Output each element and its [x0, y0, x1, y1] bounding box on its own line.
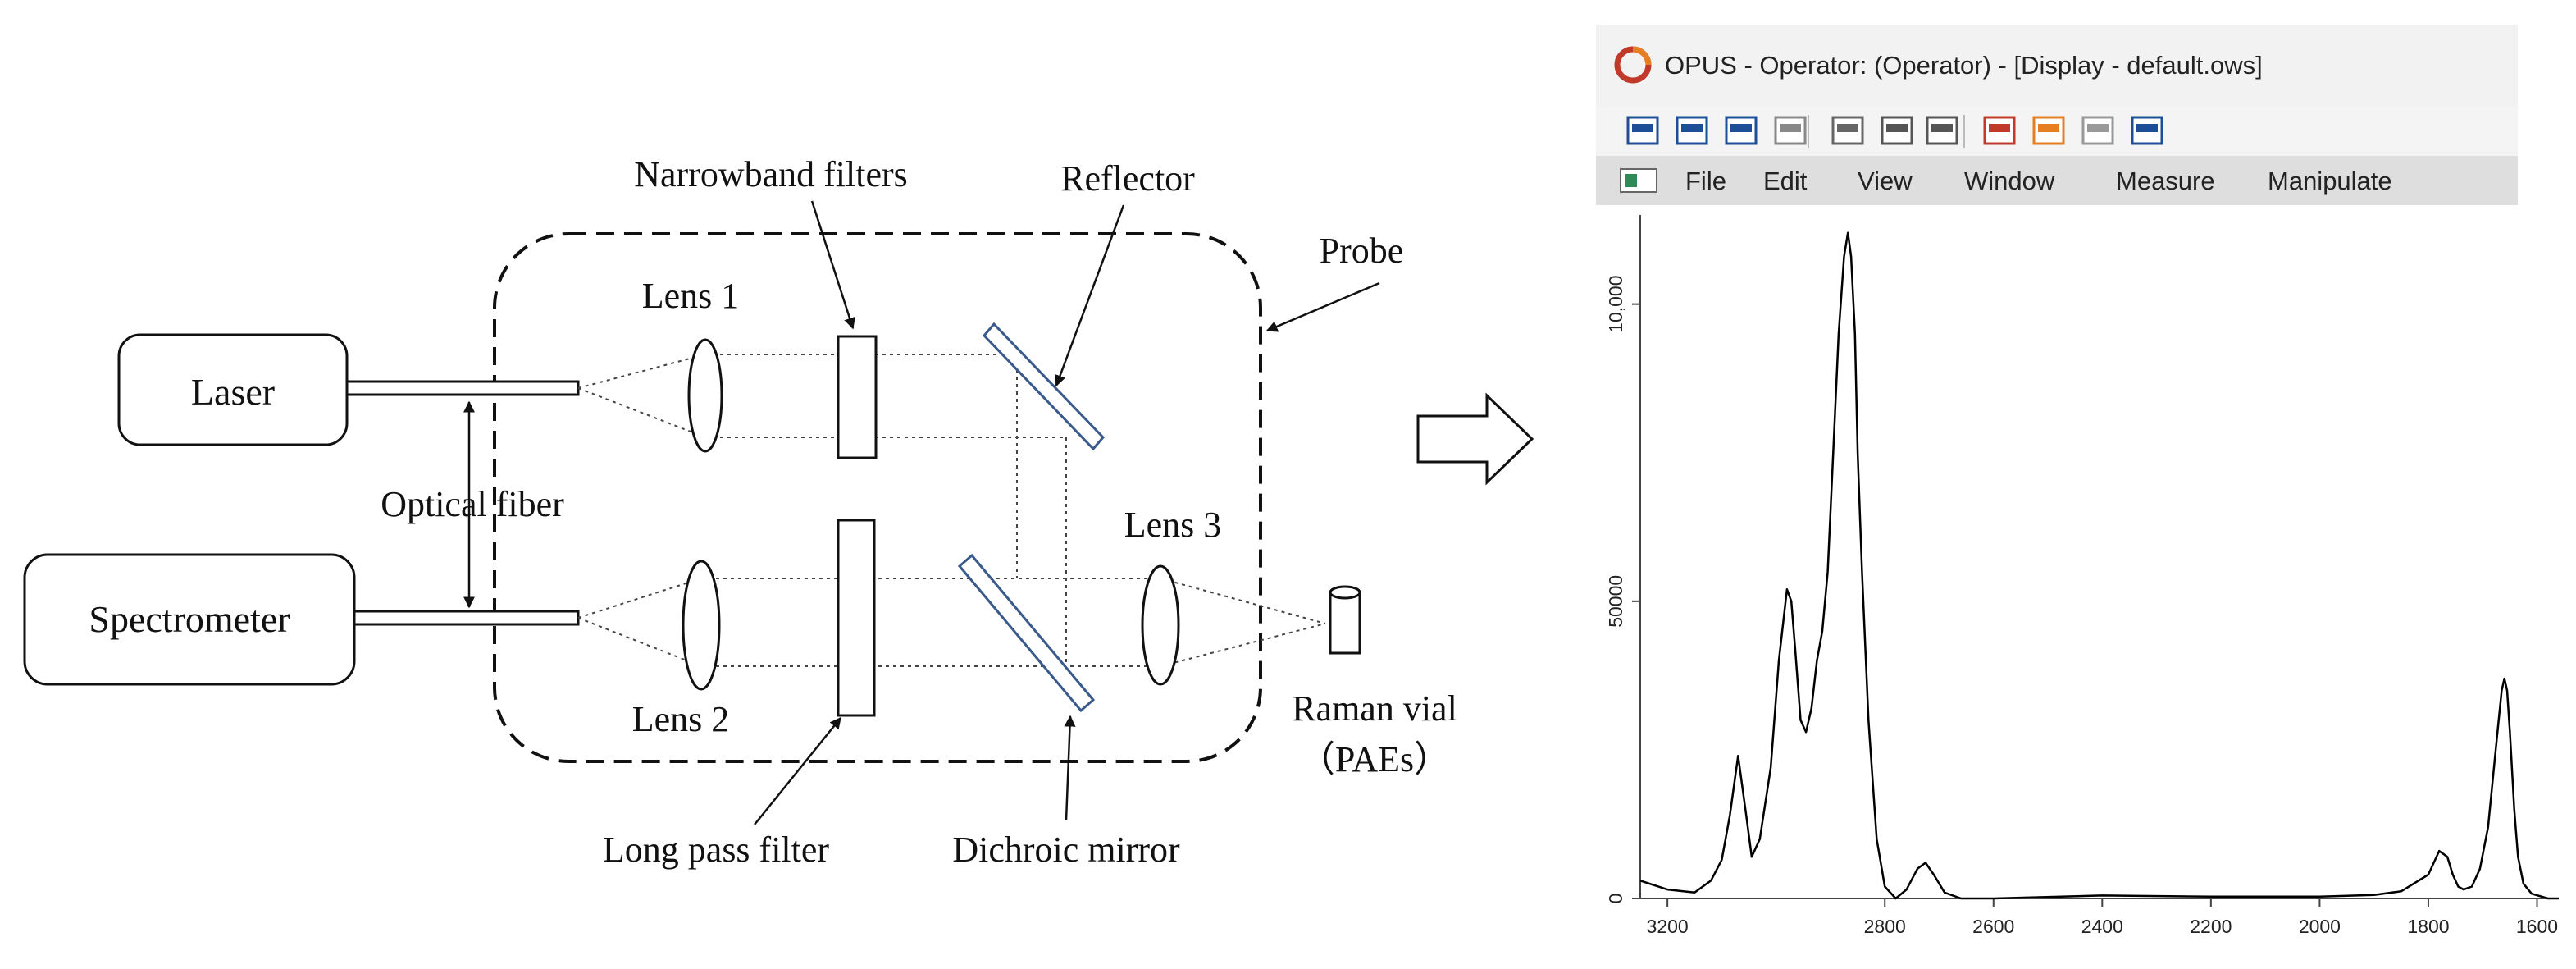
window-title: OPUS - Operator: (Operator) - [Display -… — [1665, 51, 2263, 80]
menu-view[interactable]: View — [1858, 167, 1913, 195]
flow-arrow-icon — [1416, 392, 1534, 486]
y-tick-label: 10,000 — [1605, 275, 1626, 332]
load-icon[interactable] — [1676, 116, 1708, 145]
lens-3-label: Lens 3 — [1124, 505, 1222, 545]
raman-vial — [1329, 585, 1361, 655]
plot-panel — [1596, 205, 2565, 969]
lens-1 — [687, 338, 723, 453]
doc-icon[interactable] — [1620, 168, 1657, 193]
menu-file[interactable]: File — [1685, 167, 1726, 195]
menu-window[interactable]: Window — [1964, 167, 2055, 195]
menu-manipulate[interactable]: Manipulate — [2268, 167, 2392, 195]
dichroic-mirror — [957, 553, 1096, 713]
measure-icon[interactable] — [1626, 116, 1659, 145]
menu-measure[interactable]: Measure — [2116, 167, 2215, 195]
x-tick-label: 2400 — [2081, 916, 2123, 937]
x-tick-label: 2800 — [1864, 916, 1906, 937]
opus-window: OPUS - Operator: (Operator) - [Display -… — [1596, 25, 2565, 969]
beam-paths — [577, 354, 1326, 667]
laser-fiber — [345, 380, 580, 396]
menu-edit[interactable]: Edit — [1763, 167, 1808, 195]
lens-3 — [1141, 564, 1180, 686]
spectrum-line — [1639, 231, 2559, 900]
raman-vial-label: Raman vial — [1292, 688, 1457, 729]
reflector-label: Reflector — [1060, 158, 1195, 199]
print-icon[interactable] — [1774, 116, 1807, 145]
dichroic-mirror-label: Dichroic mirror — [952, 830, 1180, 870]
overlay-icon[interactable] — [2081, 116, 2114, 145]
optical-diagram: Laser Spectrometer — [23, 154, 1457, 870]
probe-enclosure — [493, 232, 1262, 763]
x-tick-label: 2600 — [1972, 916, 2014, 937]
menu-bar — [1596, 156, 2518, 205]
layout-icon[interactable] — [2131, 116, 2163, 145]
x-tick-label: 2200 — [2190, 916, 2232, 937]
cut-icon[interactable] — [1831, 116, 1864, 145]
menu-items: File Edit View Window Measure Manipulate — [1685, 167, 2392, 195]
title-bar — [1596, 25, 2518, 107]
spectrum-icon[interactable] — [1983, 116, 2016, 145]
paste-icon[interactable] — [1926, 116, 1958, 145]
reflector — [982, 322, 1106, 451]
spectrometer-label: Spectrometer — [89, 598, 290, 640]
long-pass-filter — [837, 519, 876, 717]
report-icon[interactable] — [2032, 116, 2065, 145]
long-pass-filter-label: Long pass filter — [603, 830, 830, 870]
load-alt-icon[interactable] — [1725, 116, 1758, 145]
lens-2-label: Lens 2 — [632, 699, 730, 739]
x-tick-label: 2000 — [2299, 916, 2341, 937]
optical-fiber-label: Optical fiber — [381, 484, 564, 524]
narrowband-filters-label: Narrowband filters — [634, 154, 908, 194]
probe-label: Probe — [1320, 231, 1404, 271]
narrowband-filter — [837, 335, 878, 459]
leader-arrows — [463, 200, 1380, 825]
toolbar-icons — [1626, 115, 2163, 148]
spectrometer-fiber — [353, 610, 580, 626]
laser-label: Laser — [191, 371, 275, 413]
y-tick-label: 0 — [1605, 894, 1626, 904]
x-tick-label: 1800 — [2407, 916, 2449, 937]
lens-2 — [682, 560, 721, 691]
opus-logo-icon — [1614, 46, 1652, 84]
x-tick-label: 1600 — [2516, 916, 2558, 937]
spectrum-plot: 3200 2800 2600 2400 2200 2000 1800 1600 0 50000 10… — [1605, 215, 2559, 937]
lens-1-label: Lens 1 — [642, 276, 740, 316]
y-tick-label: 50000 — [1605, 575, 1626, 628]
x-tick-label: 3200 — [1647, 916, 1689, 937]
copy-icon[interactable] — [1881, 116, 1913, 145]
raman-vial-sublabel: （PAEs） — [1299, 739, 1450, 779]
